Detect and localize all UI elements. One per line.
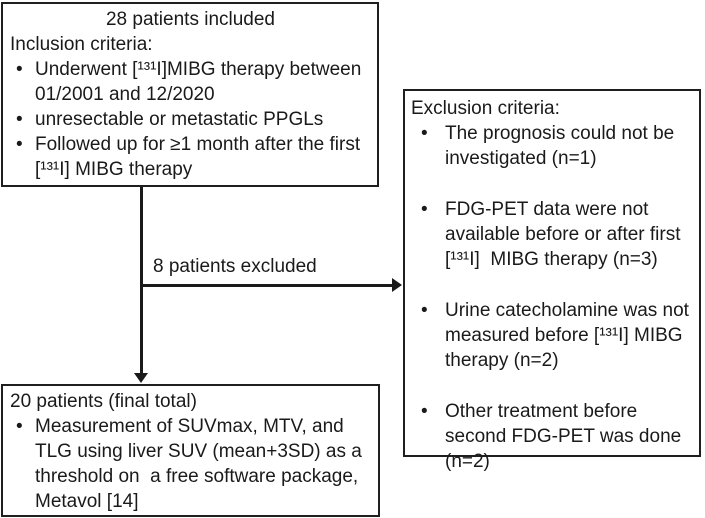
arrowhead-right-icon xyxy=(392,278,402,292)
final-count-title: 20 patients (final total) xyxy=(10,391,197,412)
exclusion-criteria-box: Exclusion criteria: The prognosis could … xyxy=(403,89,701,472)
arrowhead-down-icon xyxy=(134,373,148,383)
exclusion-criteria-heading: Exclusion criteria: xyxy=(411,98,560,119)
final-notes-list: Measurement of SUVmax, MTV, and TLG usin… xyxy=(10,414,372,514)
inclusion-criterion: Underwent [¹³¹I]MIBG therapy between 01/… xyxy=(10,57,371,107)
inclusion-criterion: unresectable or metastatic PPGLs xyxy=(10,107,371,132)
flow-line-horizontal xyxy=(140,284,392,287)
final-total-box: 20 patients (final total) Measurement of… xyxy=(1,384,380,517)
included-count-title: 28 patients included xyxy=(105,9,275,30)
exclusion-criterion: Other treatment before second FDG-PET wa… xyxy=(411,399,695,474)
inclusion-criteria-heading: Inclusion criteria: xyxy=(10,34,153,55)
final-note: Measurement of SUVmax, MTV, and TLG usin… xyxy=(10,414,372,514)
inclusion-criterion: Followed up for ≥1 month after the first… xyxy=(10,132,371,182)
exclusion-criterion: Urine catecholamine was not measured bef… xyxy=(411,298,695,373)
exclusion-criterion: FDG-PET data were not available before o… xyxy=(411,197,695,272)
included-patients-box: 28 patients included Inclusion criteria:… xyxy=(1,2,379,187)
flow-line-vertical xyxy=(140,187,143,374)
exclusion-criterion: The prognosis could not be investigated … xyxy=(411,121,695,171)
exclusion-criteria-list: The prognosis could not be investigated … xyxy=(411,121,695,474)
inclusion-criteria-list: Underwent [¹³¹I]MIBG therapy between 01/… xyxy=(10,57,371,182)
excluded-count-label: 8 patients excluded xyxy=(153,256,317,277)
